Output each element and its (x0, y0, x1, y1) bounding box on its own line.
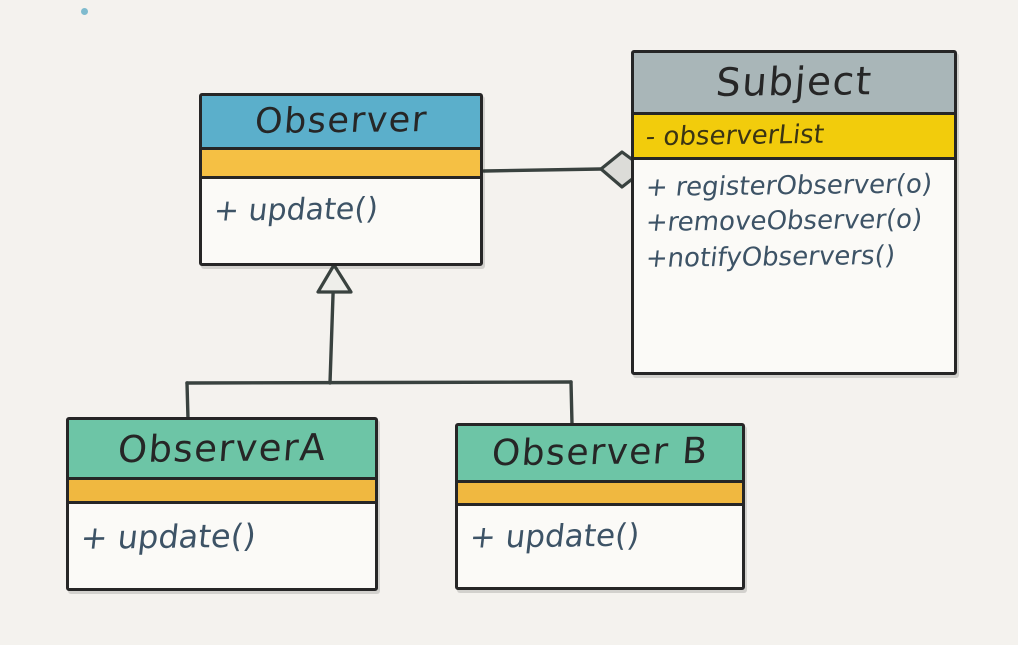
class-methods-observer-b: + update() (458, 506, 742, 587)
attribute-observer-list: - observerList (644, 119, 826, 153)
class-attributes-observer-a (69, 480, 375, 504)
class-attributes-observer-b (458, 483, 742, 506)
class-header-subject: Subject (634, 53, 954, 115)
class-box-observer-b[interactable]: Observer B + update() (455, 423, 745, 590)
class-attributes-observer (202, 150, 480, 179)
class-header-observer-b: Observer B (458, 426, 742, 483)
method-update-observer: + update() (211, 191, 380, 229)
class-methods-observer-a: + update() (69, 504, 375, 588)
class-header-observer: Observer (202, 96, 480, 150)
class-box-subject[interactable]: Subject - observerList + registerObserve… (631, 50, 957, 375)
generalization-trunk-line (328, 264, 336, 385)
generalization-drop-observer-a (185, 381, 190, 421)
aggregation-line (482, 167, 603, 173)
generalization-horizontal-bar (185, 380, 573, 385)
method-update-observer-a: + update() (78, 516, 258, 557)
class-header-observer-a: ObserverA (69, 420, 375, 480)
class-title-observer-b: Observer B (490, 430, 710, 475)
class-title-observer: Observer (253, 100, 429, 142)
method-notify-observers: +notifyObservers() (644, 240, 897, 274)
inheritance-triangle-icon (316, 263, 353, 294)
method-update-observer-b: + update() (467, 517, 642, 556)
class-box-observer-a[interactable]: ObserverA + update() (66, 417, 378, 591)
method-register-observer: + registerObserver(o) (644, 169, 934, 203)
class-title-observer-a: ObserverA (115, 425, 329, 472)
class-box-observer[interactable]: Observer + update() (199, 93, 483, 266)
class-attributes-subject: - observerList (634, 115, 954, 160)
generalization-drop-observer-b (569, 380, 574, 426)
class-title-subject: Subject (714, 59, 874, 106)
class-methods-subject: + registerObserver(o) +removeObserver(o)… (634, 160, 954, 372)
method-remove-observer: +removeObserver(o) (644, 204, 924, 239)
class-methods-observer: + update() (202, 179, 480, 263)
stray-dot-artifact (81, 8, 88, 15)
